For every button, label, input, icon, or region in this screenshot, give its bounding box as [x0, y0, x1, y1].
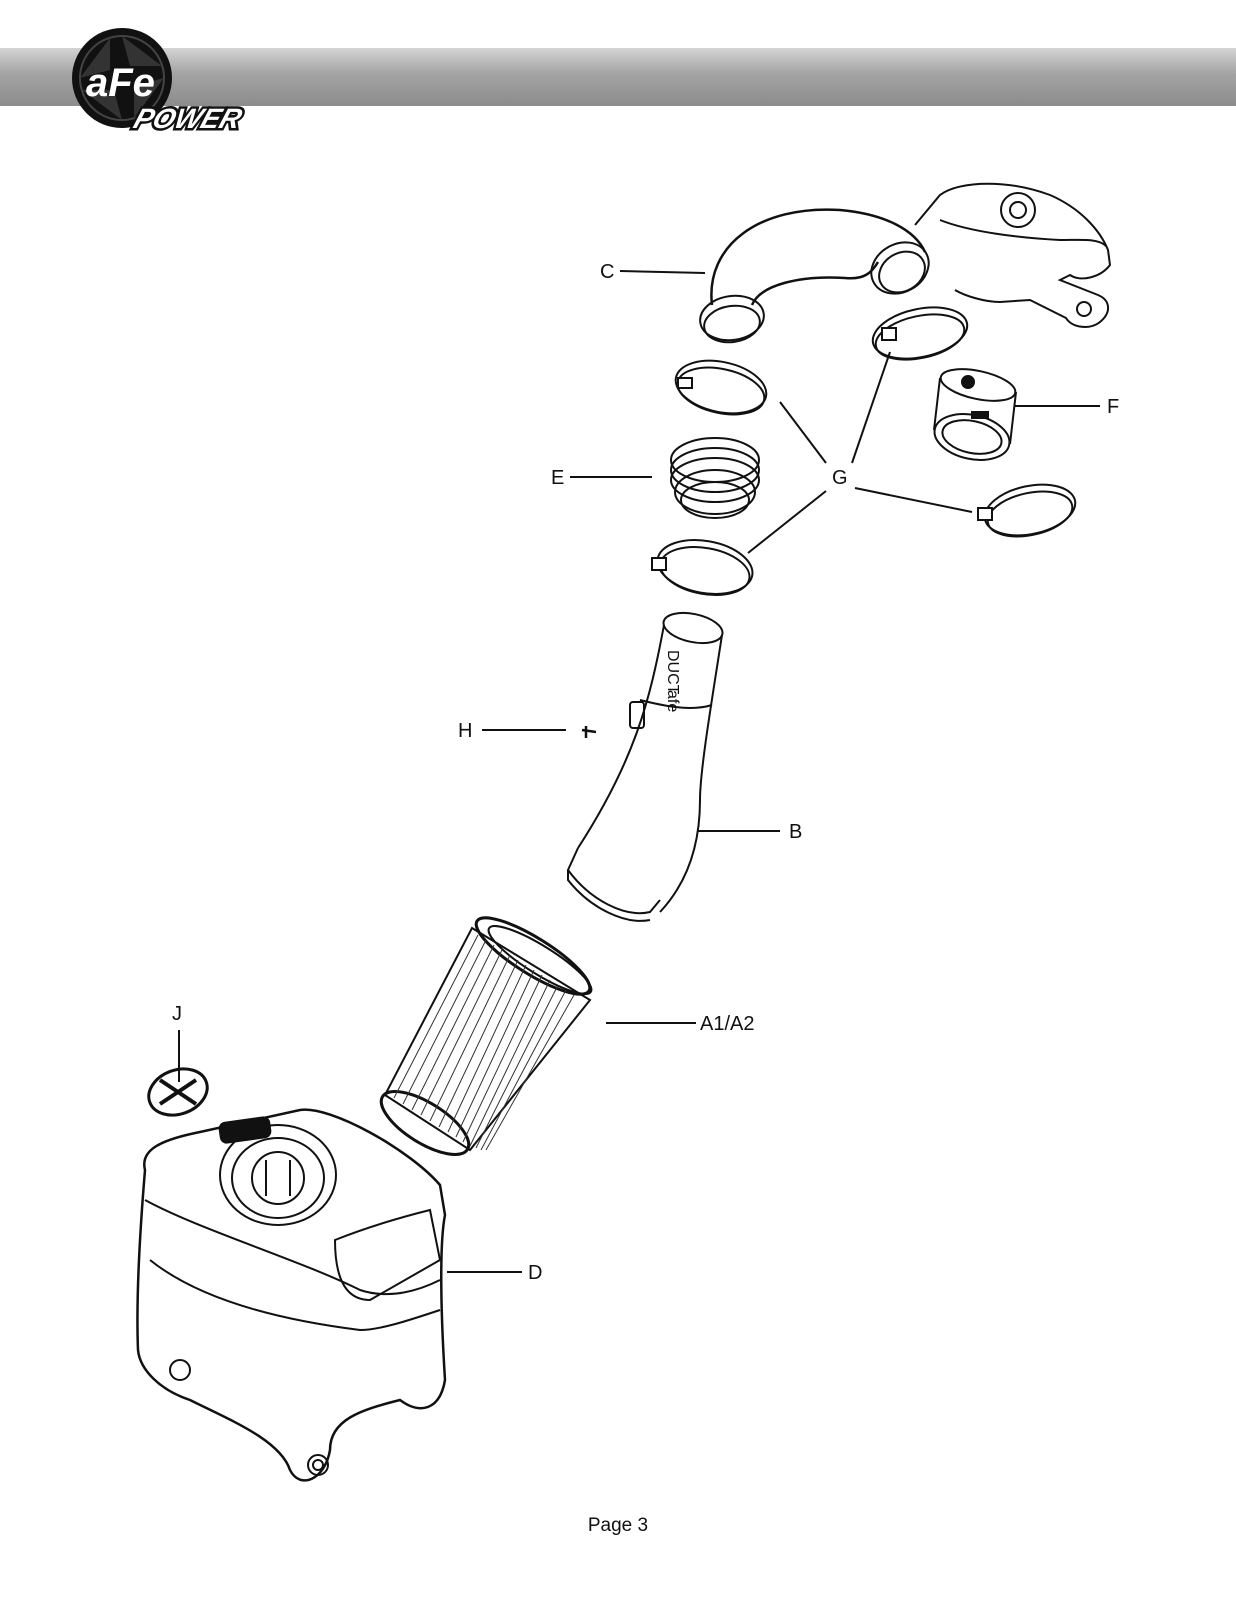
afe-power-logo: aFe POWER [72, 28, 248, 136]
part-j-cap [147, 1067, 209, 1117]
callout-b: B [789, 821, 803, 843]
svg-text:DUCT: DUCT [664, 650, 681, 695]
callout-c: C [600, 261, 615, 283]
callout-f: F [1107, 396, 1120, 418]
part-e-coupler [670, 437, 760, 519]
part-c-intake-tube [699, 182, 1112, 344]
part-g-clamp-3 [977, 483, 1077, 538]
part-h-screw [581, 726, 597, 738]
leader-lines [178, 270, 1100, 1273]
callout-j: J [172, 1003, 182, 1025]
header-bar [0, 48, 1236, 106]
callout-h: H [458, 720, 473, 742]
part-g-clamp-2 [871, 306, 969, 361]
svg-text:aFe: aFe [86, 61, 155, 105]
callout-a1-a2: A1/A2 [700, 1013, 755, 1035]
svg-text:POWER: POWER [130, 104, 246, 135]
part-d-airbox [136, 1108, 447, 1482]
callout-d: D [528, 1262, 543, 1284]
page-number: Page 3 [587, 1515, 649, 1536]
callout-g: G [832, 467, 848, 489]
part-g-clamp-4 [651, 539, 754, 596]
part-g-clamp-1 [674, 359, 768, 416]
svg-text:afe: afe [664, 690, 681, 712]
callout-e: E [551, 467, 565, 489]
part-f-coupler [933, 368, 1017, 461]
part-b-intake-tube: DUCT afe [566, 611, 724, 922]
part-a-filter [379, 916, 593, 1156]
